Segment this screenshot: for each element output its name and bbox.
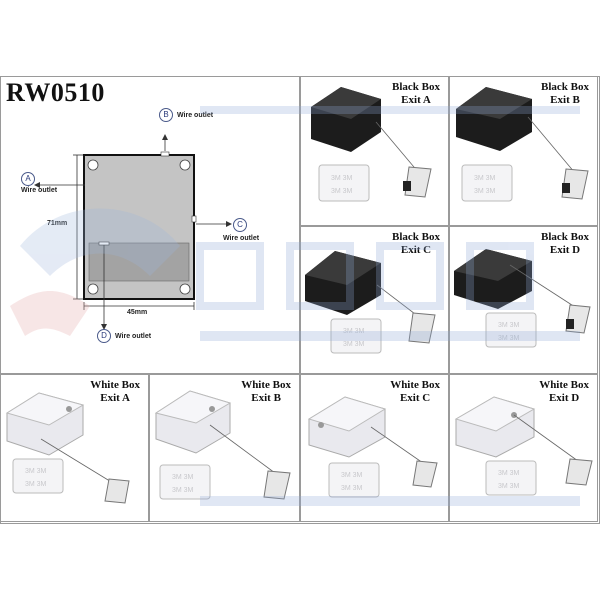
white-box-photo: 3M 3M 3M 3M xyxy=(307,396,438,498)
outlet-d-label: Wire outlet xyxy=(115,333,152,340)
outlet-d-marker: D xyxy=(97,329,111,343)
variant-exit-label: Exit A xyxy=(100,392,130,404)
black-box-photo: 3M 3M 3M 3M xyxy=(305,251,436,354)
model-title: RW0510 xyxy=(6,78,105,107)
white-box-photo: 3M 3M 3M 3M xyxy=(154,390,291,500)
variant-black-exit-d: 3M 3M 3M 3M Black Box Exit D xyxy=(449,226,598,374)
svg-text:3M 3M: 3M 3M xyxy=(341,485,363,492)
height-dimension: 71mm xyxy=(47,220,68,227)
svg-text:3M 3M: 3M 3M xyxy=(343,328,365,335)
variant-exit-label: Exit B xyxy=(251,392,281,404)
outlet-a-marker: A xyxy=(21,172,35,186)
svg-text:3M 3M: 3M 3M xyxy=(498,335,520,342)
svg-text:3M 3M: 3M 3M xyxy=(341,472,363,479)
svg-text:3M 3M: 3M 3M xyxy=(498,322,520,329)
black-box-photo: 3M 3M 3M 3M xyxy=(311,87,432,202)
outlet-c-label: Wire outlet xyxy=(223,235,260,242)
svg-text:3M 3M: 3M 3M xyxy=(474,175,496,182)
variant-exit-label: Exit D xyxy=(548,392,580,404)
dimension-diagram xyxy=(34,134,232,330)
variant-black-exit-c: 3M 3M 3M 3M Black Box Exit C xyxy=(300,226,449,374)
svg-text:3M 3M: 3M 3M xyxy=(331,188,353,195)
diagram-panel: 71mm 45mm A Wire outlet B Wire outlet C … xyxy=(0,76,300,374)
variant-box-label: Black Box xyxy=(541,81,589,93)
variant-white-exit-d: 3M 3M 3M 3M White Box Exit D xyxy=(449,374,598,522)
variant-black-exit-a: 3M 3M 3M 3M Black Box Exit A xyxy=(300,76,449,226)
svg-text:3M 3M: 3M 3M xyxy=(331,175,353,182)
width-dimension: 45mm xyxy=(127,309,148,316)
svg-text:3M 3M: 3M 3M xyxy=(474,188,496,195)
variant-white-exit-a: 3M 3M 3M 3M White Box Exit A xyxy=(0,374,149,522)
variant-white-exit-b: 3M 3M 3M 3M White Box Exit B xyxy=(149,374,300,522)
outlet-b-marker: B xyxy=(159,108,173,122)
variant-exit-label: Exit C xyxy=(399,392,431,404)
variant-box-label: White Box xyxy=(390,379,440,391)
variant-box-label: White Box xyxy=(539,379,589,391)
variant-exit-label: Exit A xyxy=(401,94,431,106)
variant-black-exit-b: 3M 3M 3M 3M Black Box Exit B xyxy=(449,76,598,226)
outlet-b-label: Wire outlet xyxy=(177,112,214,119)
outlet-a-label: Wire outlet xyxy=(21,187,58,194)
svg-text:3M 3M: 3M 3M xyxy=(343,341,365,348)
black-box-photo: 3M 3M 3M 3M xyxy=(456,87,589,202)
variant-exit-label: Exit D xyxy=(549,244,581,256)
variant-white-exit-c: 3M 3M 3M 3M White Box Exit C xyxy=(300,374,449,522)
variant-box-label: Black Box xyxy=(392,81,440,93)
variant-box-label: Black Box xyxy=(541,231,589,243)
black-box-photo: 3M 3M 3M 3M xyxy=(454,249,591,348)
white-box-photo: 3M 3M 3M 3M xyxy=(5,392,130,504)
variant-box-label: Black Box xyxy=(392,231,440,243)
svg-text:3M 3M: 3M 3M xyxy=(498,470,520,477)
variant-exit-label: Exit C xyxy=(400,244,432,256)
svg-text:3M 3M: 3M 3M xyxy=(498,483,520,490)
variant-box-label: White Box xyxy=(241,379,291,391)
svg-text:3M 3M: 3M 3M xyxy=(25,481,47,488)
white-box-photo: 3M 3M 3M 3M xyxy=(454,396,593,496)
svg-text:3M 3M: 3M 3M xyxy=(172,474,194,481)
outlet-c-marker: C xyxy=(233,218,247,232)
variant-box-label: White Box xyxy=(90,379,140,391)
svg-text:3M 3M: 3M 3M xyxy=(172,487,194,494)
variant-exit-label: Exit B xyxy=(550,94,580,106)
svg-text:3M 3M: 3M 3M xyxy=(25,468,47,475)
